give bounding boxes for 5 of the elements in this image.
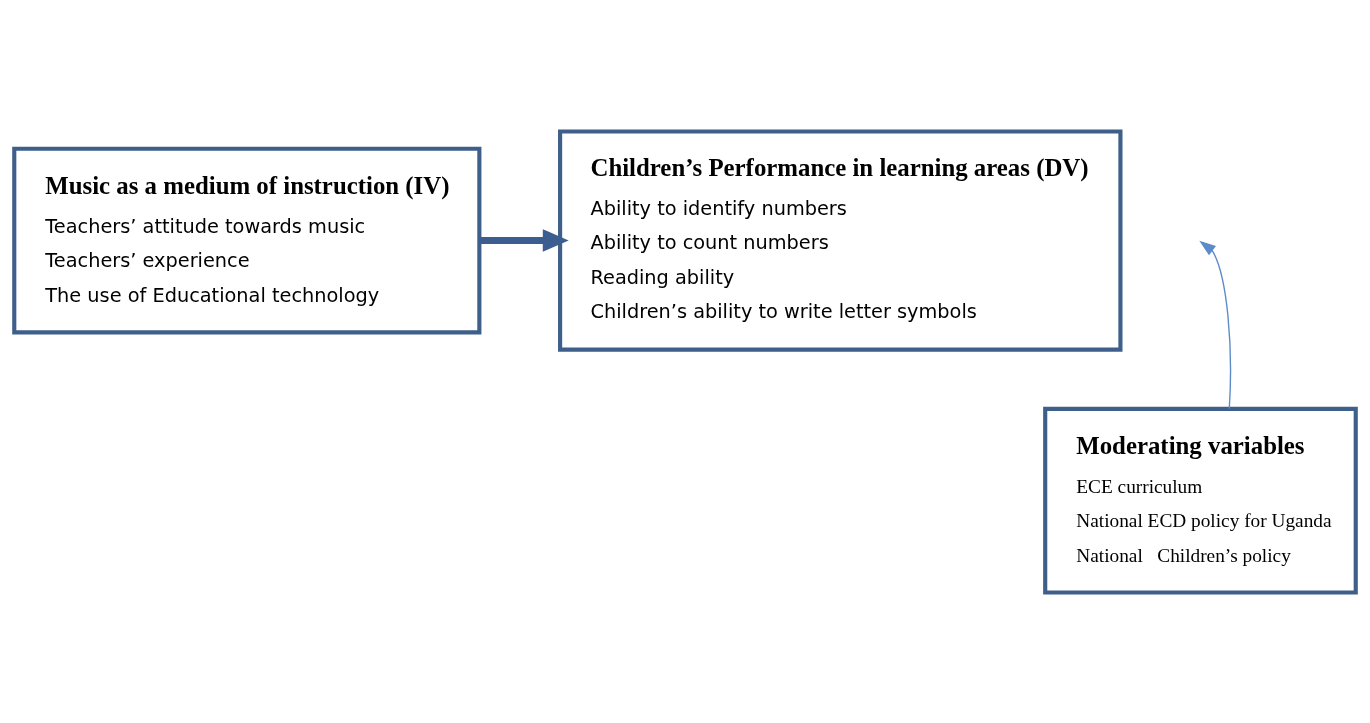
node-box: Music as a medium of instruction (IV) Teachers’ attitude towards music Teachers’ experience The use of Educational technology <box>12 146 482 334</box>
arrow <box>479 228 569 252</box>
arrow <box>1199 240 1232 409</box>
node-box: Moderating variables ECE curriculum National ECD policy for Uganda National Children’s policy <box>1043 406 1358 595</box>
node-box: Children’s Performance in learning areas (DV) Ability to identify numbers Ability to count numbers Reading ability Children’s ability to write letter symbols <box>558 128 1123 352</box>
